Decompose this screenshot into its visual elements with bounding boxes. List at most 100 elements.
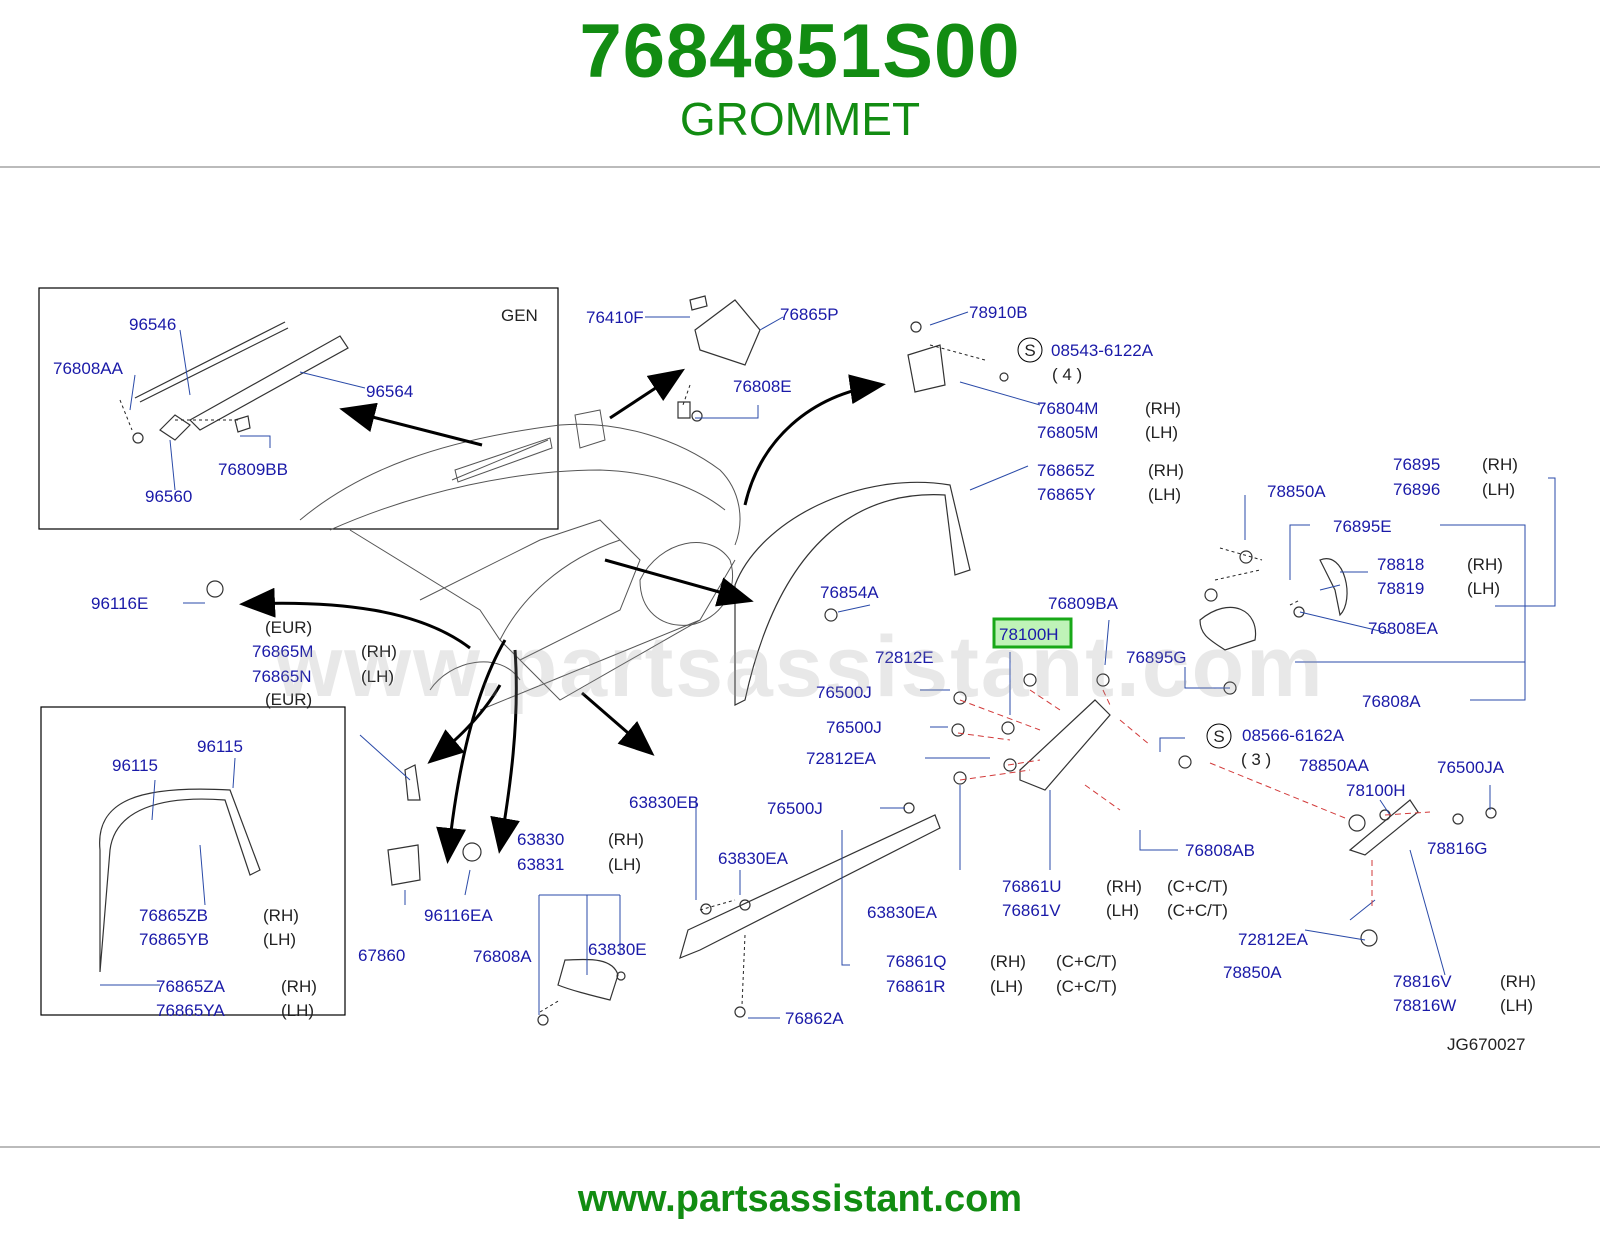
part-label[interactable]: 76862A <box>785 1009 844 1028</box>
variant-note: (C+C/T) <box>1056 977 1117 996</box>
bottom-divider <box>0 1146 1600 1148</box>
part-label[interactable]: 63830EA <box>718 849 789 868</box>
side-note: (RH) <box>281 977 317 996</box>
component-sketches <box>99 295 1497 1026</box>
part-label[interactable]: 63831 <box>517 855 564 874</box>
part-label[interactable]: 76808A <box>473 947 532 966</box>
part-label[interactable]: 63830EB <box>629 793 699 812</box>
part-label[interactable]: 76804M <box>1037 399 1098 418</box>
part-label[interactable]: 78100H <box>1346 781 1406 800</box>
part-label[interactable]: 96546 <box>129 315 176 334</box>
part-label[interactable]: 76805M <box>1037 423 1098 442</box>
footer-url[interactable]: www.partsassistant.com <box>577 1178 1023 1220</box>
side-note: (LH) <box>281 1001 314 1020</box>
side-note: (RH) <box>990 952 1026 971</box>
part-label[interactable]: 76861R <box>886 977 946 996</box>
part-label[interactable]: 76895G <box>1126 648 1187 667</box>
part-label-highlighted[interactable]: 78100H <box>999 625 1059 644</box>
part-label[interactable]: 96564 <box>366 382 413 401</box>
side-note: (LH) <box>1482 480 1515 499</box>
side-note: (LH) <box>608 855 641 874</box>
part-label[interactable]: 76865M <box>252 642 313 661</box>
part-label[interactable]: 76865N <box>252 667 312 686</box>
part-label[interactable]: 76808EA <box>1368 619 1439 638</box>
side-note: (RH) <box>608 830 644 849</box>
part-label[interactable]: 76808AB <box>1185 841 1255 860</box>
mounting-dashes <box>119 344 1301 1013</box>
part-label[interactable]: 76500J <box>816 683 872 702</box>
side-note: (LH) <box>361 667 394 686</box>
part-label[interactable]: 78818 <box>1377 555 1424 574</box>
part-label[interactable]: 76896 <box>1393 480 1440 499</box>
part-label[interactable]: 76500JA <box>1437 758 1505 777</box>
part-label[interactable]: 76500J <box>826 718 882 737</box>
fender-inset-box <box>40 706 346 1016</box>
part-label[interactable]: 78850A <box>1223 963 1282 982</box>
part-label[interactable]: 63830 <box>517 830 564 849</box>
part-label[interactable]: 76861V <box>1002 901 1061 920</box>
part-label[interactable]: 96116E <box>91 594 148 613</box>
part-label[interactable]: 96116EA <box>424 906 493 925</box>
s-circle-top <box>1017 337 1043 363</box>
part-number: 7684851S00 <box>579 9 1021 94</box>
part-label[interactable]: 78816W <box>1393 996 1456 1015</box>
parts-diagram: S S GEN 96546 76808AA 96564 76809BB 9656… <box>0 268 1600 1088</box>
part-label[interactable]: 76865Y <box>1037 485 1096 504</box>
leader-lines <box>100 311 1556 1019</box>
part-label[interactable]: 76865YA <box>156 1001 225 1020</box>
side-note: (LH) <box>990 977 1023 996</box>
side-note: (RH) <box>1106 877 1142 896</box>
part-label[interactable]: 76865Z <box>1037 461 1095 480</box>
variant-note: (C+C/T) <box>1167 901 1228 920</box>
assembly-dashes <box>957 689 1431 910</box>
part-label[interactable]: 78850AA <box>1299 756 1370 775</box>
part-label[interactable]: 67860 <box>358 946 405 965</box>
part-label[interactable]: 76500J <box>767 799 823 818</box>
part-label[interactable]: 76865ZB <box>139 906 208 925</box>
side-note: (RH) <box>1467 555 1503 574</box>
highlight-box <box>992 617 1073 649</box>
part-label[interactable]: 63830EA <box>867 903 938 922</box>
part-label[interactable]: 76808AA <box>53 359 124 378</box>
part-label[interactable]: 76808A <box>1362 692 1421 711</box>
side-note: (LH) <box>1148 485 1181 504</box>
part-label[interactable]: 78850A <box>1267 482 1326 501</box>
part-label[interactable]: 78819 <box>1377 579 1424 598</box>
part-label[interactable]: 76854A <box>820 583 879 602</box>
part-label[interactable]: 76865ZA <box>156 977 226 996</box>
part-label[interactable]: 96115 <box>112 756 158 775</box>
part-label[interactable]: 76410F <box>586 308 644 327</box>
part-label[interactable]: 76895 <box>1393 455 1440 474</box>
part-label[interactable]: 76861U <box>1002 877 1062 896</box>
side-note: (RH) <box>361 642 397 661</box>
part-label[interactable]: 08543-6122A <box>1051 341 1154 360</box>
part-label[interactable]: 76865YB <box>139 930 209 949</box>
part-label[interactable]: 72812E <box>875 648 934 667</box>
part-label[interactable]: 96560 <box>145 487 192 506</box>
diagram-svg: S S GEN 96546 76808AA 96564 76809BB 9656… <box>38 287 1556 1054</box>
part-label[interactable]: 78816V <box>1393 972 1452 991</box>
car-body-drawing <box>299 409 741 711</box>
part-labels: GEN 96546 76808AA 96564 76809BB 96560 76… <box>53 303 1536 1054</box>
part-label[interactable]: 76809BA <box>1048 594 1119 613</box>
part-label[interactable]: 76808E <box>733 377 792 396</box>
part-label[interactable]: 76861Q <box>886 952 947 971</box>
region-note: (EUR) <box>265 690 312 709</box>
part-label[interactable]: 78910B <box>969 303 1028 322</box>
part-label[interactable]: 76809BB <box>218 460 288 479</box>
part-label[interactable]: 72812EA <box>1238 930 1309 949</box>
gen-title: GEN <box>501 306 538 325</box>
part-name: GROMMET <box>679 93 921 145</box>
part-label[interactable]: 76895E <box>1333 517 1392 536</box>
part-label[interactable]: 76865P <box>780 305 839 324</box>
part-label[interactable]: 08566-6162A <box>1242 726 1345 745</box>
variant-note: (C+C/T) <box>1167 877 1228 896</box>
side-note: (LH) <box>1500 996 1533 1015</box>
part-label[interactable]: 96115 <box>197 737 243 756</box>
part-label[interactable]: 63830E <box>588 940 647 959</box>
s-mark-mid: S <box>1213 727 1224 746</box>
part-label[interactable]: 72812EA <box>806 749 877 768</box>
side-note: (RH) <box>1145 399 1181 418</box>
part-label[interactable]: 78816G <box>1427 839 1488 858</box>
callout-arrows <box>239 368 886 864</box>
